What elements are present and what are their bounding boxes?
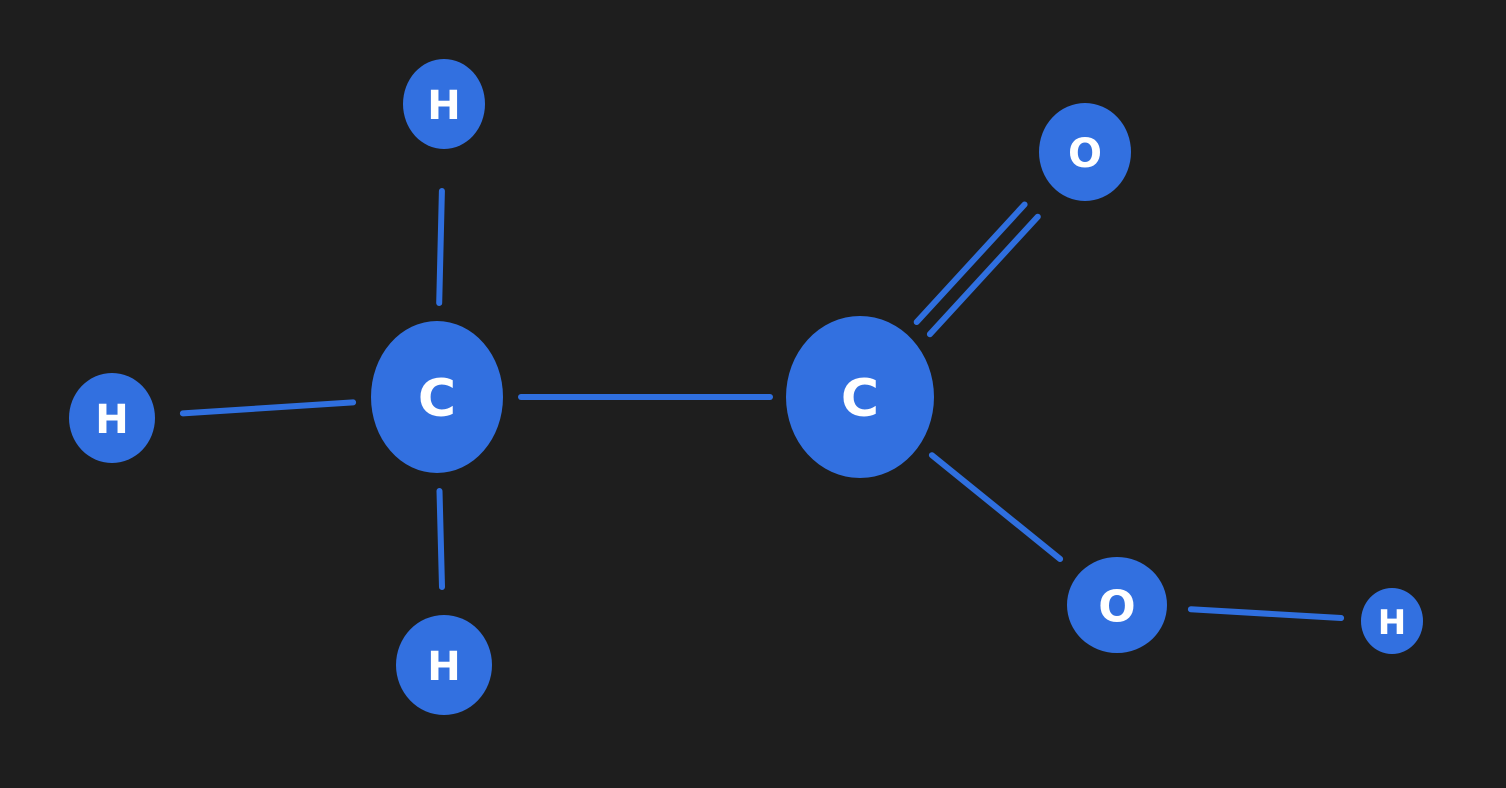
bond-c1-h-bottom [436, 488, 445, 590]
atom-label: H [427, 83, 460, 129]
atom-c1: C [371, 321, 503, 473]
atom-circle [371, 321, 503, 473]
bonds-layer [179, 188, 1345, 621]
bond-c1-h-left [179, 399, 357, 417]
bond-c2-o-hydroxyl [928, 452, 1064, 562]
atom-circle [396, 615, 492, 715]
atom-o-double: O [1039, 103, 1131, 201]
atom-h-hydroxyl: H [1361, 588, 1423, 654]
atom-label: H [427, 644, 460, 690]
bond-c2-o-double-line-1 [913, 201, 1028, 325]
bond-c1-h-top [436, 188, 445, 306]
atom-circle [786, 316, 934, 478]
atom-label: O [1098, 582, 1135, 633]
atoms-layer: C C H H H O O H [69, 59, 1423, 715]
atom-o-hydroxyl: O [1067, 557, 1167, 653]
atom-c2: C [786, 316, 934, 478]
atom-label: C [418, 369, 456, 429]
atom-label: O [1068, 131, 1102, 177]
bond-o-hydroxyl-h-hydroxyl [1187, 606, 1345, 621]
atom-circle [1067, 557, 1167, 653]
atom-label: C [841, 369, 879, 429]
atom-circle [1039, 103, 1131, 201]
atom-h-top: H [403, 59, 485, 149]
atom-h-bottom: H [396, 615, 492, 715]
atom-circle [403, 59, 485, 149]
atom-h-left: H [69, 373, 155, 463]
atom-circle [69, 373, 155, 463]
atom-label: H [95, 397, 128, 443]
atom-circle [1361, 588, 1423, 654]
atom-label: H [1378, 603, 1406, 643]
bond-c2-o-double-line-2 [926, 213, 1041, 338]
